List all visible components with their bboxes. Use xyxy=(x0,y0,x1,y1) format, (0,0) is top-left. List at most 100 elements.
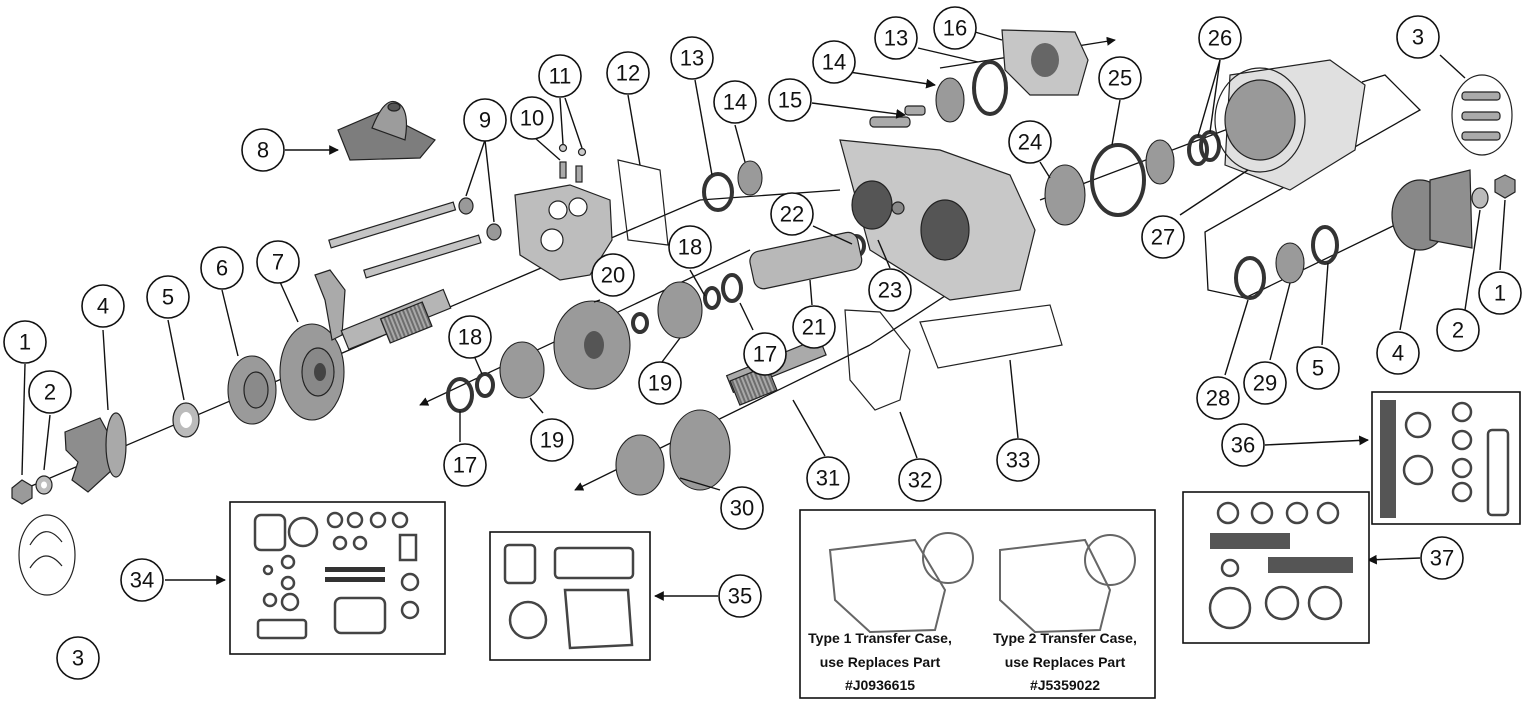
svg-text:28: 28 xyxy=(1206,386,1230,411)
bearing-race-25 xyxy=(1090,143,1146,217)
callout-10: 10 xyxy=(510,96,554,140)
svg-text:13: 13 xyxy=(680,46,704,71)
type2-part-number: #J5359022 xyxy=(1030,677,1100,693)
svg-text:32: 32 xyxy=(908,468,932,493)
kit-box-35 xyxy=(489,531,651,661)
callout-19-upper: 19 xyxy=(638,361,682,405)
callout-5-left: 5 xyxy=(146,275,190,319)
rear-bearings xyxy=(1234,225,1339,300)
callout-18-lower: 18 xyxy=(448,315,492,359)
svg-text:3: 3 xyxy=(1412,25,1424,50)
callouts: 1 2 4 5 6 7 8 9 10 11 12 13 14 15 14 13 … xyxy=(3,6,1522,680)
svg-text:22: 22 xyxy=(780,202,804,227)
bearing-14-upper xyxy=(935,77,965,123)
callout-12: 12 xyxy=(606,51,650,95)
callout-4-left: 4 xyxy=(81,284,125,328)
svg-text:14: 14 xyxy=(723,90,747,115)
type1-part-number: #J0936615 xyxy=(845,677,915,693)
svg-text:24: 24 xyxy=(1018,130,1042,155)
svg-text:34: 34 xyxy=(130,568,154,593)
callout-35: 35 xyxy=(718,574,762,618)
kit-box-37 xyxy=(1182,491,1370,644)
callout-1-right: 1 xyxy=(1478,271,1522,315)
shift-boot xyxy=(337,100,436,161)
type2-caption-2: use Replaces Part xyxy=(1005,654,1126,670)
housing-gasket-12 xyxy=(617,159,669,246)
callout-26: 26 xyxy=(1198,16,1242,60)
transfer-case-housing xyxy=(839,139,1036,301)
svg-text:1: 1 xyxy=(19,330,31,355)
svg-text:11: 11 xyxy=(549,64,572,89)
output-gear-small xyxy=(227,355,277,425)
front-nut xyxy=(11,479,33,505)
svg-text:12: 12 xyxy=(616,61,640,86)
front-washer xyxy=(35,475,53,495)
bearing-13 xyxy=(702,172,734,212)
bearing-13-upper xyxy=(972,60,1008,116)
svg-text:27: 27 xyxy=(1151,225,1175,250)
front-seal xyxy=(172,402,200,438)
front-gears-30 xyxy=(615,409,731,496)
svg-text:18: 18 xyxy=(678,235,702,260)
svg-text:4: 4 xyxy=(97,294,109,319)
shift-rails xyxy=(328,197,502,279)
callout-13-mid: 13 xyxy=(670,36,714,80)
callout-23: 23 xyxy=(868,268,912,312)
svg-text:16: 16 xyxy=(943,16,967,41)
kit-box-34 xyxy=(229,501,446,655)
svg-text:17: 17 xyxy=(453,453,477,478)
rear-washer-nut xyxy=(1471,174,1516,209)
callout-18-upper: 18 xyxy=(668,225,712,269)
svg-text:2: 2 xyxy=(1452,318,1464,343)
svg-text:7: 7 xyxy=(272,250,284,275)
callout-24: 24 xyxy=(1008,120,1052,164)
callout-16: 16 xyxy=(933,6,977,50)
type1-caption-1: Type 1 Transfer Case, xyxy=(808,630,952,646)
svg-text:20: 20 xyxy=(601,263,625,288)
callout-28: 28 xyxy=(1196,376,1240,420)
callout-14-upper: 14 xyxy=(812,40,856,84)
callout-21: 21 xyxy=(792,305,836,349)
callout-3-left: 3 xyxy=(56,636,100,680)
kit-box-36 xyxy=(1371,391,1521,525)
svg-text:6: 6 xyxy=(216,256,228,281)
callout-29: 29 xyxy=(1243,361,1287,405)
callout-7: 7 xyxy=(256,240,300,284)
shift-fork xyxy=(314,269,346,341)
callout-11: 11 xyxy=(538,54,582,98)
svg-text:36: 36 xyxy=(1231,433,1255,458)
svg-text:8: 8 xyxy=(257,138,269,163)
svg-text:31: 31 xyxy=(816,466,840,491)
callout-34: 34 xyxy=(120,558,164,602)
svg-text:33: 33 xyxy=(1006,448,1030,473)
callout-8: 8 xyxy=(241,128,285,172)
callout-30: 30 xyxy=(720,486,764,530)
svg-text:15: 15 xyxy=(778,88,802,113)
clutch-hubs-19 xyxy=(499,281,703,399)
svg-text:5: 5 xyxy=(1312,356,1324,381)
svg-text:10: 10 xyxy=(520,106,544,131)
svg-text:2: 2 xyxy=(44,380,56,405)
callout-6: 6 xyxy=(200,246,244,290)
leader-lines xyxy=(21,31,1506,601)
pan-gasket-33 xyxy=(919,304,1063,369)
mainshaft xyxy=(340,288,452,351)
gasket-32 xyxy=(844,309,911,411)
seal-stack xyxy=(1145,130,1221,185)
svg-text:3: 3 xyxy=(72,646,84,671)
svg-text:14: 14 xyxy=(822,50,846,75)
callout-5-right: 5 xyxy=(1296,346,1340,390)
callout-36: 36 xyxy=(1221,423,1265,467)
svg-text:26: 26 xyxy=(1208,26,1232,51)
svg-text:35: 35 xyxy=(728,584,752,609)
svg-text:13: 13 xyxy=(884,26,908,51)
svg-text:5: 5 xyxy=(162,285,174,310)
svg-text:29: 29 xyxy=(1253,371,1277,396)
callout-37: 37 xyxy=(1420,536,1464,580)
svg-text:23: 23 xyxy=(878,278,902,303)
output-gear-large xyxy=(279,323,345,421)
callout-2-left: 2 xyxy=(28,370,72,414)
kit-box-type-inset: Type 1 Transfer Case, use Replaces Part … xyxy=(799,509,1156,699)
